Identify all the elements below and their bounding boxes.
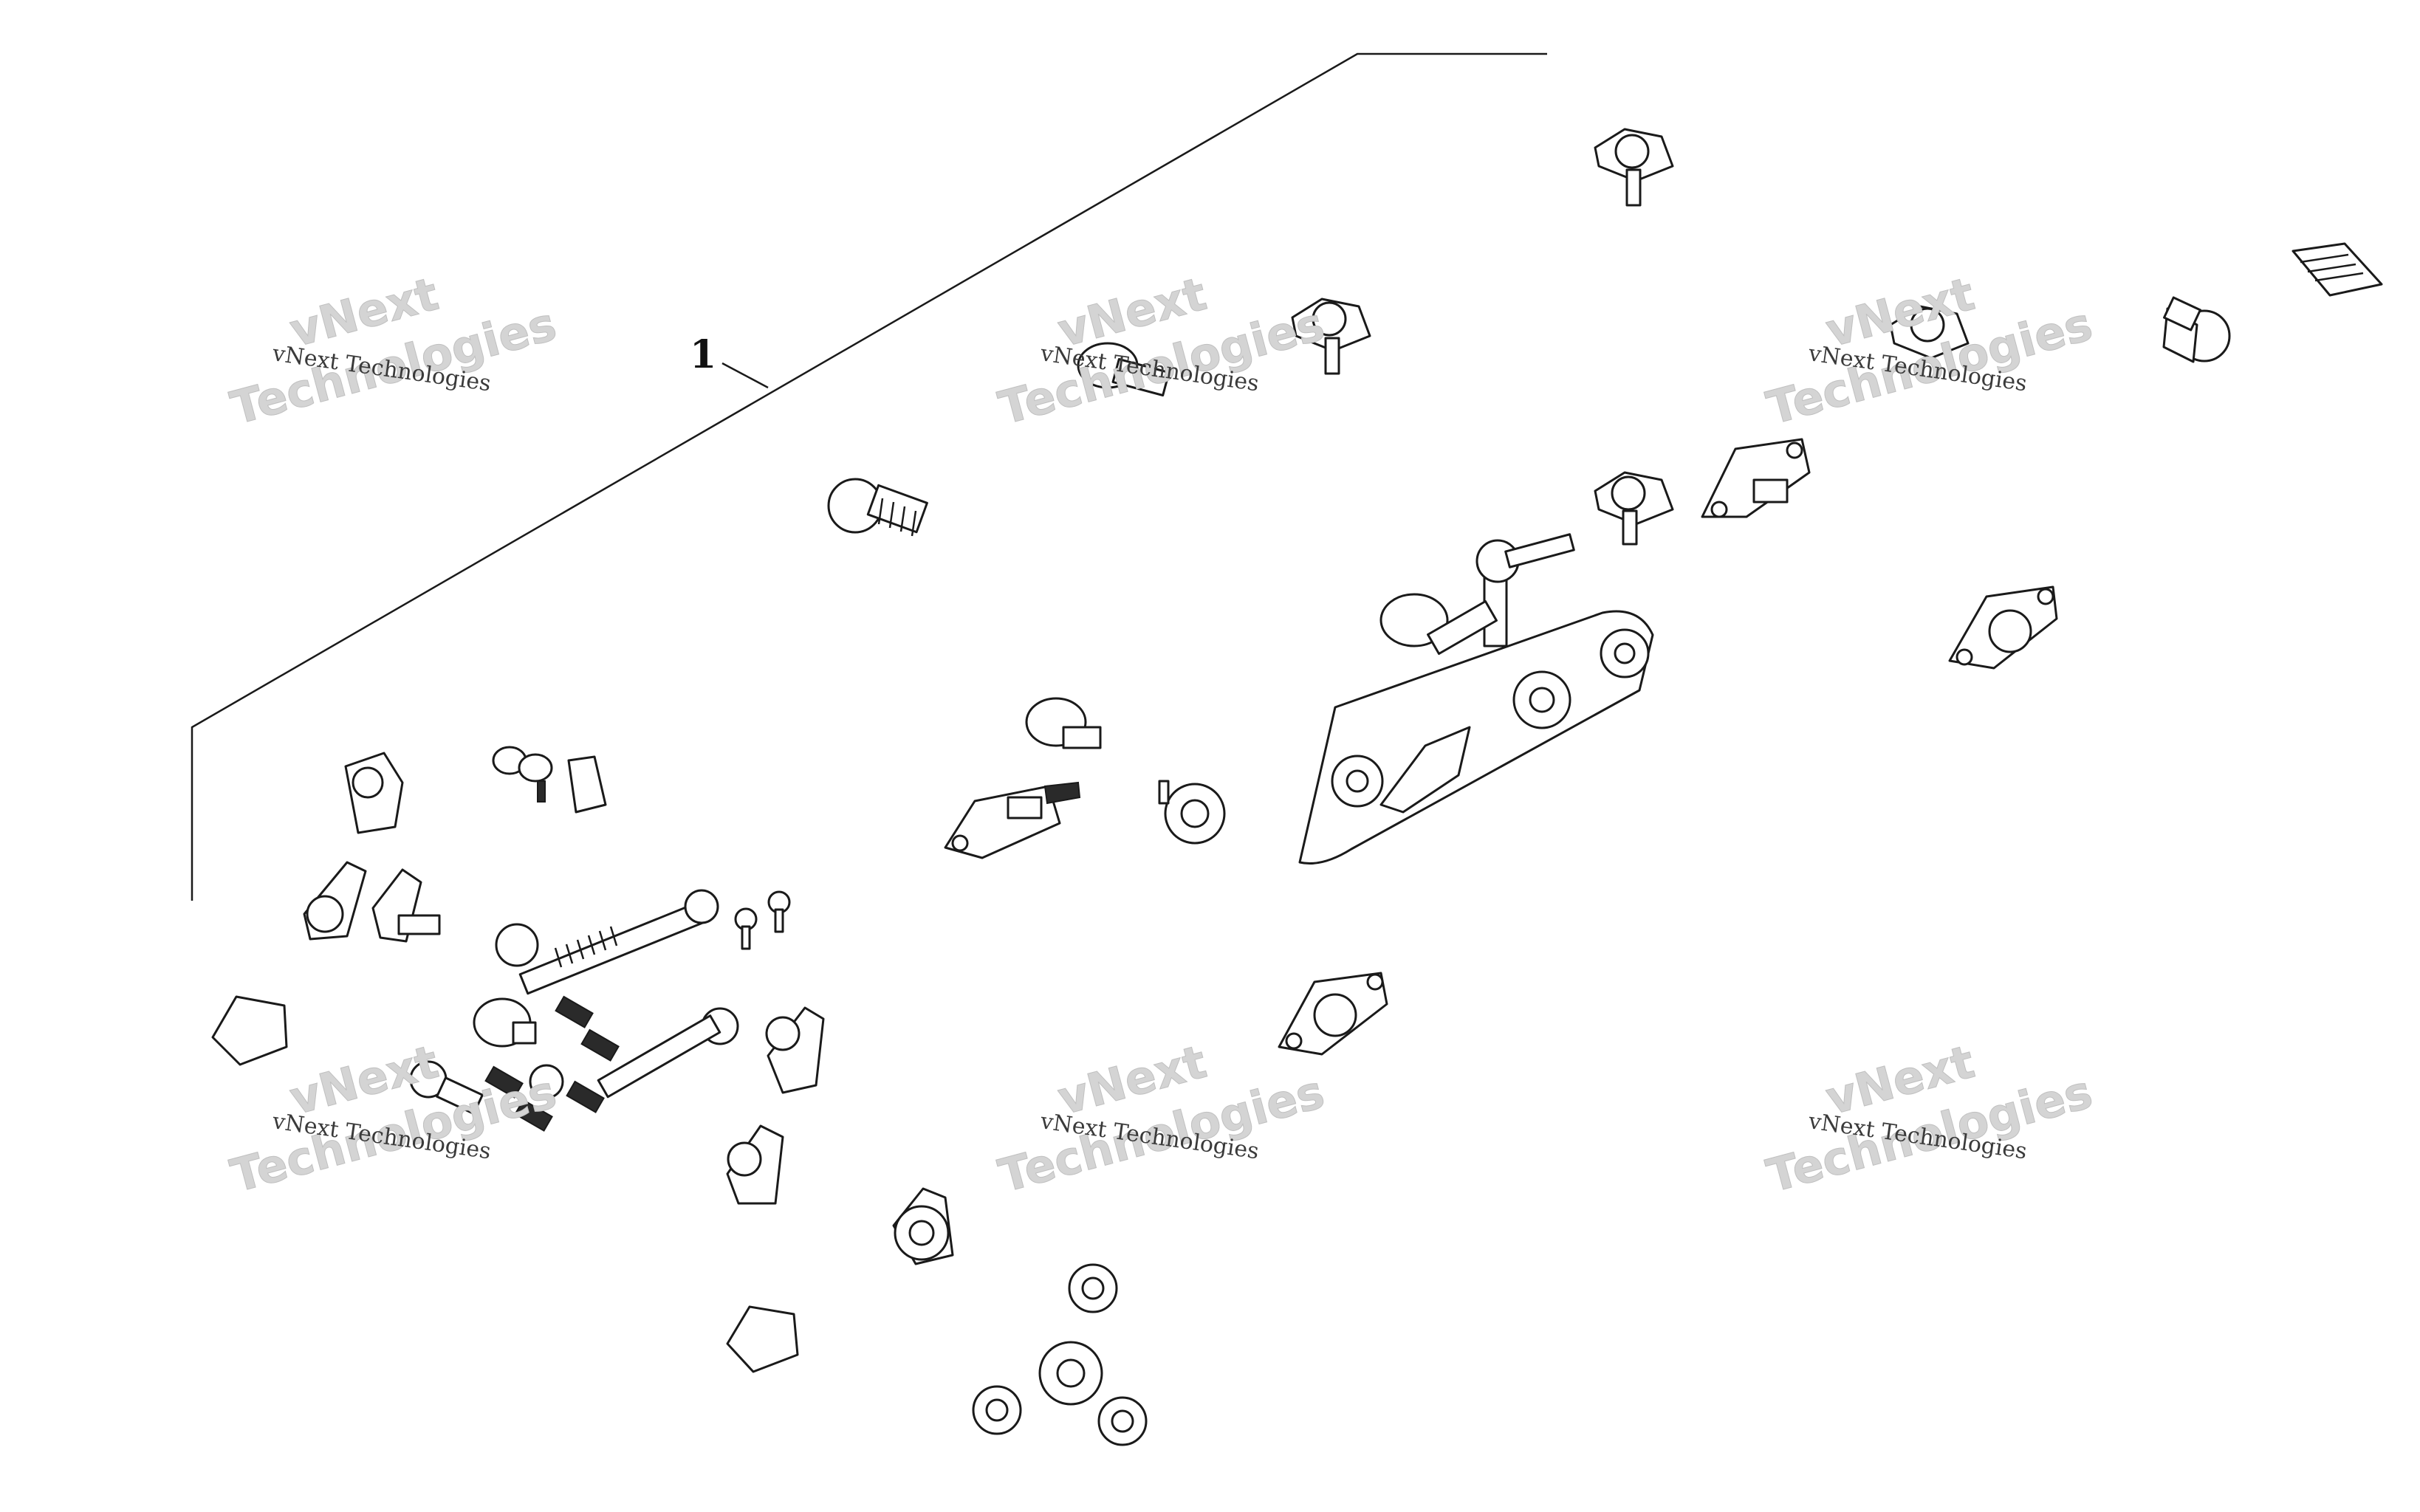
nut-clip-pair-left xyxy=(303,861,441,943)
long-bolt-upper xyxy=(495,889,719,995)
socket-cap-screws-left xyxy=(484,995,620,1132)
flange-mount-lower-center xyxy=(1278,972,1388,1056)
hose-clamp-left xyxy=(492,746,607,814)
watermark-3: vNext Technologies vNext Technologies xyxy=(1761,267,2098,436)
washer-stud-center xyxy=(1025,697,1102,749)
callout-leader-line xyxy=(721,362,769,389)
flange-bolt-lower-left xyxy=(409,1060,484,1116)
washer-bolt-left xyxy=(473,997,537,1048)
nut-clip-left-3 xyxy=(726,1124,784,1205)
flange-nut-clip-top xyxy=(1594,128,1674,207)
watermark-1: vNext Technologies vNext Technologies xyxy=(224,267,562,436)
bracket-clip-center xyxy=(944,781,1081,859)
cage-nut-bottom xyxy=(892,1187,954,1265)
small-screws-left xyxy=(734,890,791,950)
flange-mount-right xyxy=(1948,585,2058,670)
rubber-block-bottom xyxy=(726,1305,799,1373)
washer-bolt-upper xyxy=(1077,342,1170,397)
nut-clip-left-2 xyxy=(765,1006,825,1094)
mounting-plate-assembly xyxy=(1298,533,1654,865)
watermark-2: vNext Technologies vNext Technologies xyxy=(993,267,1330,436)
watermark-5: vNext Technologies vNext Technologies xyxy=(993,1034,1330,1203)
flange-nut-clip-right xyxy=(1889,305,1970,360)
plug-cap xyxy=(2292,242,2383,297)
flange-nut-clip-center xyxy=(1594,471,1674,546)
flange-nuts-bottom xyxy=(972,1263,1148,1446)
washer-bolt-small-center xyxy=(1158,780,1226,845)
rubber-block-left xyxy=(211,995,288,1066)
nut-clip-left-1 xyxy=(344,752,404,834)
watermark-6: vNext Technologies vNext Technologies xyxy=(1761,1034,2098,1203)
watermark-4: vNext Technologies vNext Technologies xyxy=(224,1034,562,1203)
group-bracket-line xyxy=(191,52,1547,901)
flange-bolt-center-left xyxy=(827,478,928,537)
flange-mount-upper-right xyxy=(1701,438,1811,518)
long-bolt-lower xyxy=(597,1007,739,1099)
callout-label-1: 1 xyxy=(690,332,716,377)
flange-bolt-top-right xyxy=(2162,296,2231,363)
flange-nut-clip-upper-mid xyxy=(1291,298,1371,375)
